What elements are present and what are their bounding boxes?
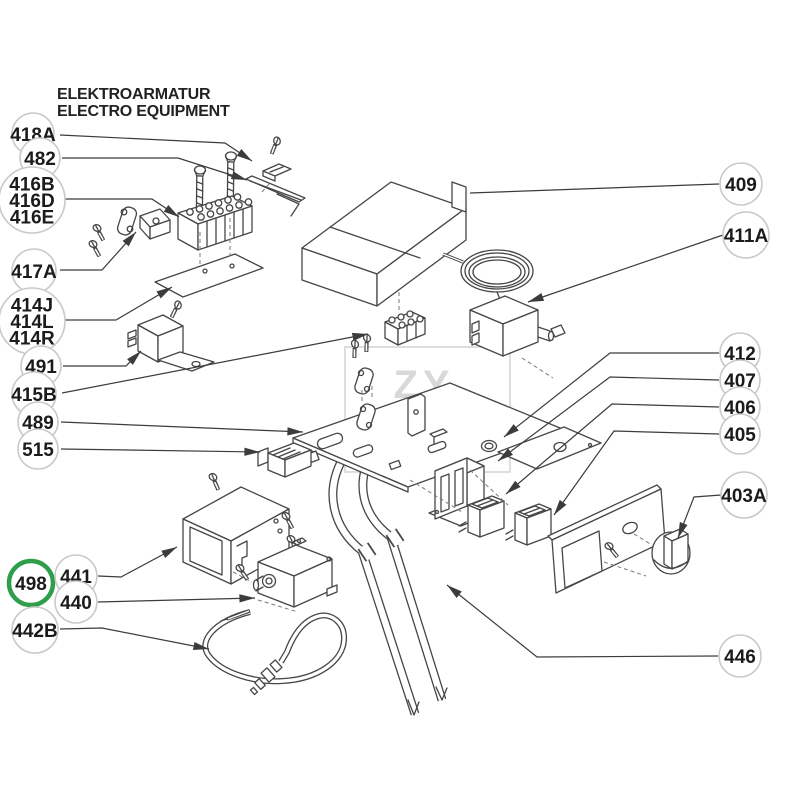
control-panel-art [547, 484, 666, 594]
part-number: 405 [724, 425, 756, 446]
igniter-440-art [231, 537, 338, 608]
part-label-515[interactable]: 515 [17, 428, 59, 470]
part-number: 412 [724, 344, 756, 365]
label-ring[interactable] [718, 634, 762, 678]
label-ring[interactable] [719, 162, 763, 206]
label-ring[interactable] [11, 606, 59, 654]
part-number: 407 [724, 371, 756, 392]
callout-line-407 [497, 376, 720, 462]
part-number: 415B [11, 385, 56, 406]
part-number: 498 [15, 574, 47, 595]
diagram-title: ELEKTROARMATUR ELECTRO EQUIPMENT [57, 86, 230, 120]
box-441-art [182, 470, 305, 585]
bracket-418a-art [262, 163, 292, 182]
diagram-title-line2: ELECTRO EQUIPMENT [57, 103, 230, 120]
callout-line-414 [63, 286, 173, 321]
callout-line-416 [63, 198, 180, 218]
callout-line-411A [527, 234, 724, 303]
assembly-guide-lines [199, 182, 653, 613]
part-number: 442B [12, 621, 57, 642]
cover-409-art [301, 181, 467, 307]
strip-482-art [245, 175, 306, 217]
callout-line-515 [60, 447, 261, 456]
part-number: 482 [24, 149, 56, 170]
burner-tubes-446-art [328, 449, 448, 716]
label-ring[interactable] [54, 580, 98, 624]
callout-line-418A [59, 134, 253, 162]
callout-line-417A [60, 231, 137, 271]
part-number: 446 [724, 647, 756, 668]
callout-line-406 [505, 403, 720, 495]
rocker-switch-406-art [458, 495, 505, 538]
callout-line-415B [61, 332, 369, 394]
part-number: 440 [60, 593, 92, 614]
diagram-title-line1: ELEKTROARMATUR [57, 86, 211, 103]
part-number: 403A [721, 486, 767, 507]
part-number: 489 [22, 413, 54, 434]
callout-line-441 [97, 546, 178, 578]
label-ring[interactable] [0, 166, 66, 234]
callout-line-489 [60, 421, 304, 436]
label-ring[interactable] [719, 413, 761, 455]
callout-line-405 [553, 430, 720, 516]
highlight-ring[interactable] [6, 558, 56, 608]
callout-line-440 [97, 594, 256, 603]
thermostat-411a-art [442, 249, 566, 357]
callout-line-482 [62, 157, 248, 181]
clamp-417a-art [83, 206, 171, 259]
part-label-446[interactable]: 446 [718, 634, 762, 678]
grommet-412-art [480, 426, 602, 470]
callout-line-446 [446, 584, 719, 658]
part-number: 515 [22, 440, 54, 461]
terminal-block-small-art [384, 310, 426, 346]
knob-403a-art [651, 528, 691, 575]
part-number: 409 [725, 175, 757, 196]
label-ring[interactable] [722, 211, 770, 259]
callout-line-491 [63, 350, 142, 367]
part-label-409[interactable]: 409 [719, 162, 763, 206]
label-ring[interactable] [17, 428, 59, 470]
plate-414-art [154, 253, 264, 298]
part-label-440[interactable]: 440 [54, 580, 98, 624]
terminal-block-large-art [177, 193, 253, 251]
connector-515-art [257, 442, 312, 478]
part-number: 411A [724, 226, 769, 247]
part-number: 417A [11, 262, 57, 283]
callout-line-409 [469, 183, 720, 194]
callout-line-412 [503, 352, 719, 438]
rocker-switch-405-art [505, 503, 552, 546]
callout-line-442B [59, 627, 210, 651]
label-ring[interactable] [720, 471, 768, 519]
part-label-403A[interactable]: 403A [720, 471, 768, 519]
clamp-screws-mid-art [343, 330, 378, 431]
part-label-417A[interactable]: 417A [11, 248, 57, 294]
part-label-498[interactable]: 498 [6, 558, 56, 608]
part-label-411A[interactable]: 411A [722, 211, 770, 259]
callout-line-403A [677, 494, 722, 539]
part-label-442B[interactable]: 442B [11, 606, 59, 654]
part-label-405[interactable]: 405 [719, 413, 761, 455]
part-number: 406 [724, 398, 756, 419]
